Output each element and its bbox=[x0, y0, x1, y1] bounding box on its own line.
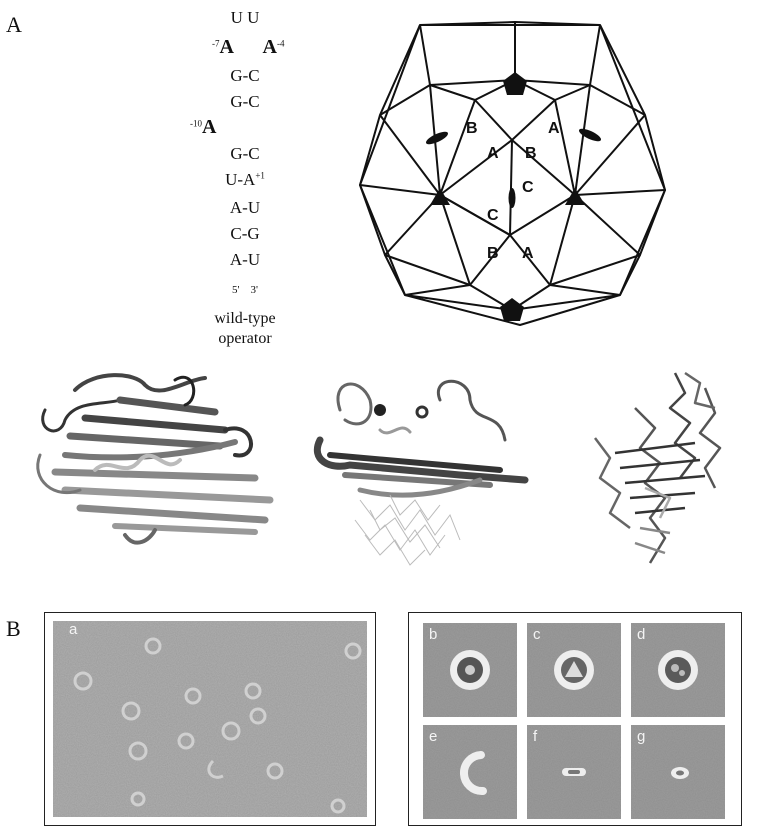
class-average-image bbox=[527, 623, 621, 717]
class-average-tile: e bbox=[423, 725, 517, 819]
face-label: A bbox=[522, 245, 534, 262]
class-average-label: g bbox=[637, 728, 645, 745]
class-average-label: d bbox=[637, 626, 645, 643]
micrograph-field-frame: a bbox=[44, 612, 376, 826]
base-pair: G-C bbox=[190, 66, 300, 86]
base-pair-ua: U-A+1 bbox=[190, 170, 300, 190]
threefold-triangle-right-icon bbox=[565, 188, 585, 205]
bulge-right-base: A bbox=[263, 36, 277, 58]
bulge-left-base: A bbox=[220, 36, 234, 58]
panel-label-a: A bbox=[6, 12, 22, 38]
base-pair: A-U bbox=[190, 198, 300, 218]
class-average-tile: f bbox=[527, 725, 621, 819]
micrograph-field bbox=[53, 621, 367, 817]
class-average-tile: g bbox=[631, 725, 725, 819]
base-pair: A-U bbox=[190, 250, 300, 270]
class-average-label: c bbox=[533, 626, 541, 643]
class-average-label: b bbox=[429, 626, 437, 643]
class-averages-frame: b c d e bbox=[408, 612, 742, 826]
panel-label-b: B bbox=[6, 616, 21, 642]
face-label: A bbox=[548, 120, 560, 137]
rna-operator-atomic-model bbox=[575, 368, 735, 578]
base-pair-ua-sup: +1 bbox=[255, 170, 265, 180]
face-label: C bbox=[487, 207, 499, 224]
base-pair-ua-text: U-A bbox=[225, 170, 255, 189]
bulge-left-sup: -7 bbox=[212, 38, 220, 48]
fivefold-pentagon-bottom-icon bbox=[500, 298, 524, 321]
class-average-label: f bbox=[533, 728, 537, 745]
operator-bulge-a10: -10A bbox=[190, 116, 300, 139]
operator-caption-line2: operator bbox=[190, 330, 300, 348]
twofold-ellipse-right-icon bbox=[577, 126, 602, 143]
base-pair: G-C bbox=[190, 144, 300, 164]
class-average-tile: b bbox=[423, 623, 517, 717]
operator-loop: U U bbox=[190, 8, 300, 28]
bulge-a10-base: A bbox=[202, 116, 216, 138]
class-average-tile: d bbox=[631, 623, 725, 717]
face-label: C bbox=[522, 179, 534, 196]
bulge-a10-sup: -10 bbox=[190, 118, 202, 128]
class-average-tile: c bbox=[527, 623, 621, 717]
twofold-ellipse-left-icon bbox=[424, 129, 449, 146]
bulge-right-sup: -4 bbox=[277, 38, 285, 48]
strand-ends: 5' 3' bbox=[190, 284, 300, 296]
micrograph-label-a: a bbox=[69, 621, 77, 638]
protein-rna-complex-structure bbox=[300, 370, 535, 580]
class-average-label: e bbox=[429, 728, 437, 745]
coat-protein-ribbon-structure bbox=[25, 360, 290, 555]
fivefold-pentagon-top-icon bbox=[503, 72, 527, 95]
face-label: B bbox=[525, 145, 537, 162]
face-label: B bbox=[466, 120, 478, 137]
face-label: B bbox=[487, 245, 499, 262]
operator-caption-line1: wild-type bbox=[190, 310, 300, 328]
capsid-icosahedron-diagram: B A A B C C B A bbox=[340, 6, 690, 346]
base-pair: G-C bbox=[190, 92, 300, 112]
class-average-image bbox=[527, 725, 621, 819]
operator-bulge-row: -7A A-4 bbox=[190, 36, 300, 59]
twofold-ellipse-center-icon bbox=[509, 188, 516, 208]
face-label: A bbox=[487, 145, 499, 162]
base-pair: C-G bbox=[190, 224, 300, 244]
